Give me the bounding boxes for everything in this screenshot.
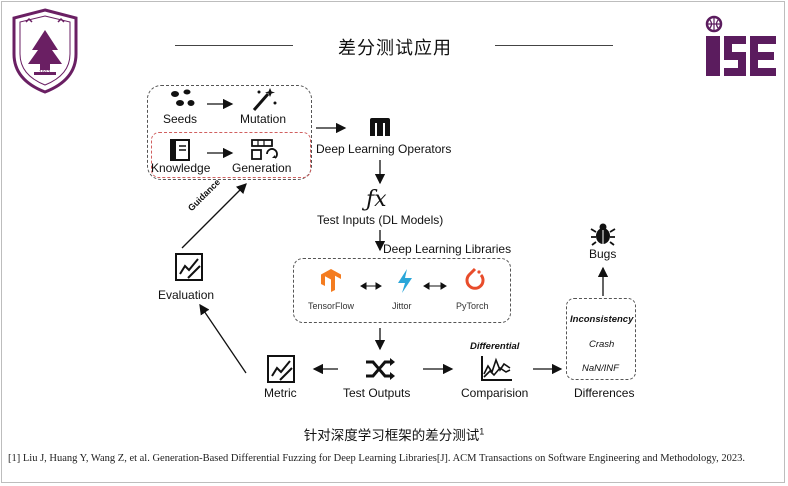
generation-icon — [251, 139, 278, 160]
mutation-icon — [252, 88, 277, 111]
slide-title: 差分测试应用 — [338, 38, 452, 58]
generation-label: Generation — [232, 161, 292, 175]
fx-symbol: ƒx — [366, 187, 387, 212]
knowledge-generation-group — [151, 132, 311, 178]
caption-text: 针对深度学习框架的差分测试 — [303, 428, 480, 443]
differences-group — [566, 298, 636, 380]
pytorch-icon — [465, 267, 485, 290]
bug-icon — [590, 223, 616, 246]
nju-logo-year: 1902 — [39, 70, 51, 76]
nju-logo — [12, 8, 78, 94]
diff-inconsistency: Inconsistency — [570, 314, 634, 325]
tensorflow-label: TensorFlow — [308, 301, 355, 311]
test-outputs-label: Test Outputs — [343, 386, 411, 400]
ise-logo — [705, 15, 776, 76]
knowledge-book-icon — [170, 139, 190, 161]
input-generation-group — [147, 85, 312, 180]
title-rule-left — [175, 45, 293, 46]
jittor-label: Jittor — [392, 301, 412, 311]
pytorch-label: PyTorch — [456, 301, 489, 311]
dl-libraries-group — [293, 258, 511, 323]
evaluation-label: Evaluation — [158, 288, 215, 302]
evaluation-icon — [175, 253, 203, 281]
test-outputs-shuffle-icon — [366, 358, 395, 380]
title-rule-right — [495, 45, 613, 46]
mutation-label: Mutation — [240, 112, 287, 126]
reference-footnote: [1] Liu J, Huang Y, Wang Z, et al. Gener… — [8, 453, 745, 464]
jittor-icon — [398, 269, 412, 293]
knowledge-label: Knowledge — [151, 161, 211, 175]
seeds-icon — [171, 89, 195, 106]
operators-icon — [370, 118, 390, 136]
differential-label: Differential — [470, 341, 520, 352]
seeds-label: Seeds — [163, 112, 198, 126]
comparison-chart-icon — [481, 356, 512, 381]
tensorflow-icon — [321, 269, 341, 292]
metric-label: Metric — [264, 386, 297, 400]
bugs-label: Bugs — [589, 247, 617, 261]
comparison-label: Comparision — [461, 386, 529, 400]
dl-operators-label: Deep Learning Operators — [316, 142, 452, 156]
caption-footnote-marker: 1 — [479, 426, 485, 437]
dl-libraries-label: Deep Learning Libraries — [383, 242, 512, 256]
differences-label: Differences — [574, 386, 635, 400]
diff-crash: Crash — [589, 339, 615, 350]
diff-naninf: NaN/INF — [582, 363, 619, 374]
figure-caption: 针对深度学习框架的差分测试1 — [0, 424, 788, 444]
metric-icon — [267, 355, 295, 383]
test-inputs-label: Test Inputs (DL Models) — [317, 213, 444, 227]
